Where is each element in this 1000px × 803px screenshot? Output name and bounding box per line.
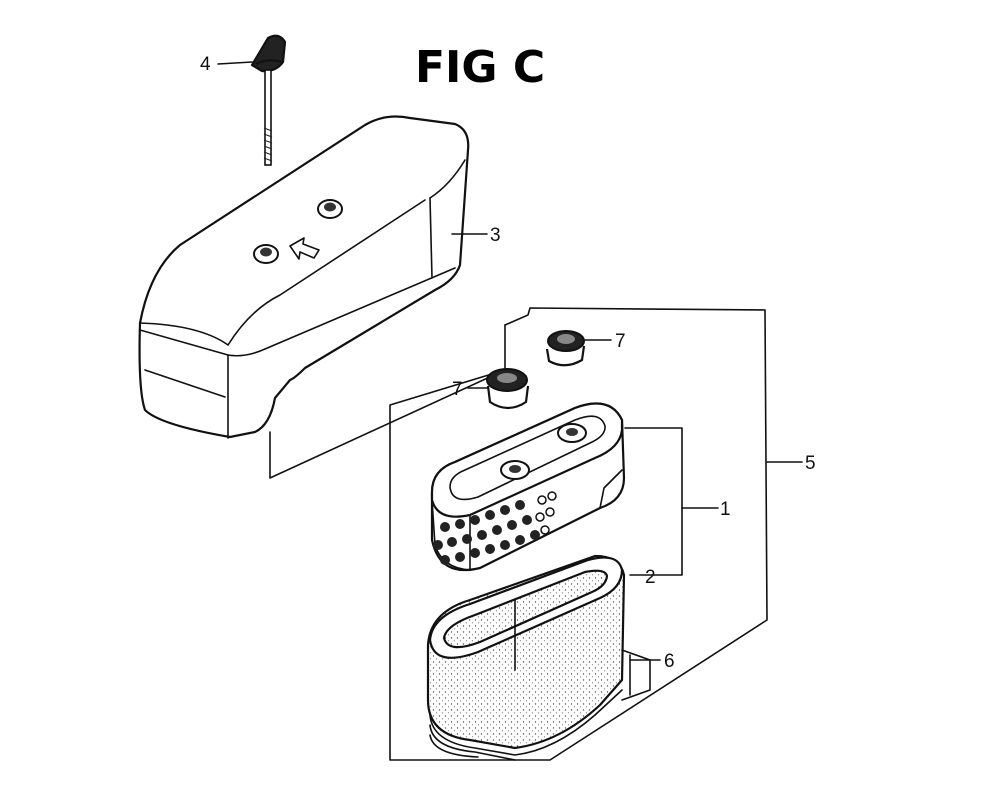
wing-nut-bolt-part: [250, 34, 287, 166]
callout-4: 4: [200, 54, 211, 75]
callout-7-left: 7: [452, 379, 463, 400]
grommet-part-right: [545, 330, 586, 367]
leader-line-4: [217, 61, 253, 65]
figure-title: FIG C: [415, 42, 545, 93]
callout-5: 5: [805, 453, 816, 474]
callout-1: 1: [720, 499, 731, 520]
assembly-bracket-outline: [269, 307, 768, 761]
grommet-part-left: [486, 368, 530, 410]
foam-filter-part: [426, 554, 651, 761]
callout-6: 6: [664, 651, 675, 672]
callout-7-right: 7: [615, 331, 626, 352]
air-cleaner-cover-part: [138, 115, 470, 439]
callout-3: 3: [490, 225, 501, 246]
leader-bracket-1-2: [624, 427, 683, 576]
callout-2: 2: [645, 567, 656, 588]
filter-element-part: [430, 402, 626, 572]
